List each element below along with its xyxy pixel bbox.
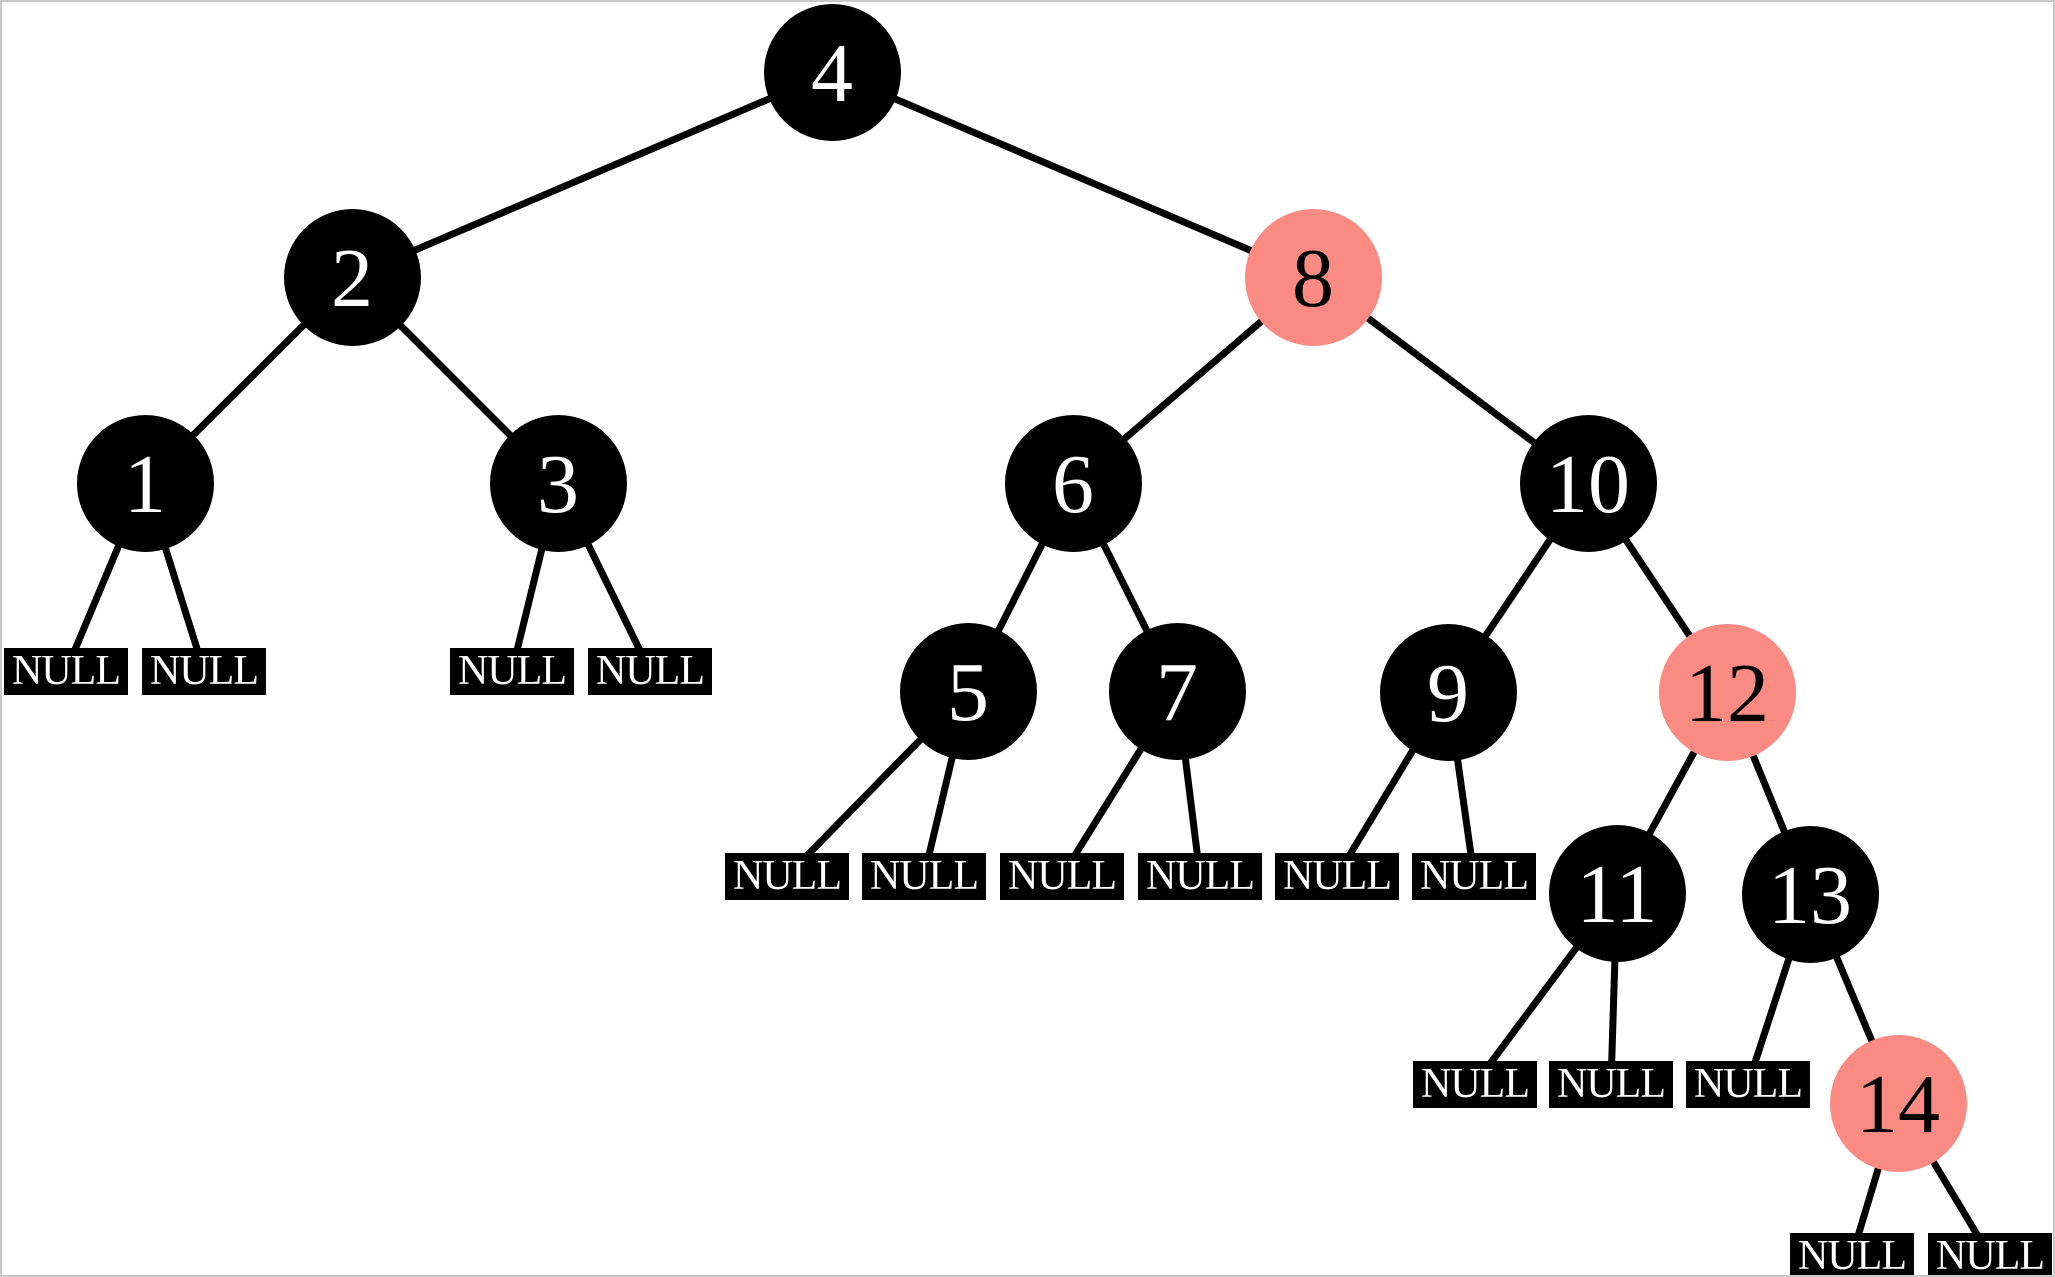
null-leaf-N3: NULL [450,647,574,695]
null-leaf-N10: NULL [1412,852,1536,900]
tree-node-14: 14 [1829,1034,1967,1172]
null-leaf-N13: NULL [1686,1060,1810,1108]
tree-node-8: 8 [1244,208,1382,346]
tree-node-9: 9 [1379,623,1517,761]
null-leaf-N6: NULL [862,852,986,900]
tree-node-1: 1 [76,414,214,552]
null-leaf-N12: NULL [1549,1060,1673,1108]
edge-4-8 [830,68,1315,281]
edge-4-2 [350,68,834,281]
null-leaf-N15: NULL [1928,1232,2052,1277]
tree-node-5: 5 [899,622,1037,760]
tree-node-12: 12 [1658,623,1796,761]
tree-node-6: 6 [1004,414,1142,552]
tree-node-11: 11 [1548,824,1686,962]
tree-node-3: 3 [489,414,627,552]
null-leaf-N5: NULL [725,852,849,900]
null-leaf-N4: NULL [588,647,712,695]
null-leaf-N14: NULL [1790,1232,1914,1277]
tree-node-10: 10 [1519,414,1657,552]
tree-node-4: 4 [763,3,901,141]
tree-node-7: 7 [1108,622,1246,760]
tree-node-13: 13 [1741,825,1879,963]
null-leaf-N2: NULL [142,647,266,695]
null-leaf-N7: NULL [1000,852,1124,900]
null-leaf-N11: NULL [1413,1060,1537,1108]
null-leaf-N8: NULL [1138,852,1262,900]
null-leaf-N9: NULL [1275,852,1399,900]
tree-node-2: 2 [283,208,421,346]
null-leaf-N1: NULL [4,647,128,695]
